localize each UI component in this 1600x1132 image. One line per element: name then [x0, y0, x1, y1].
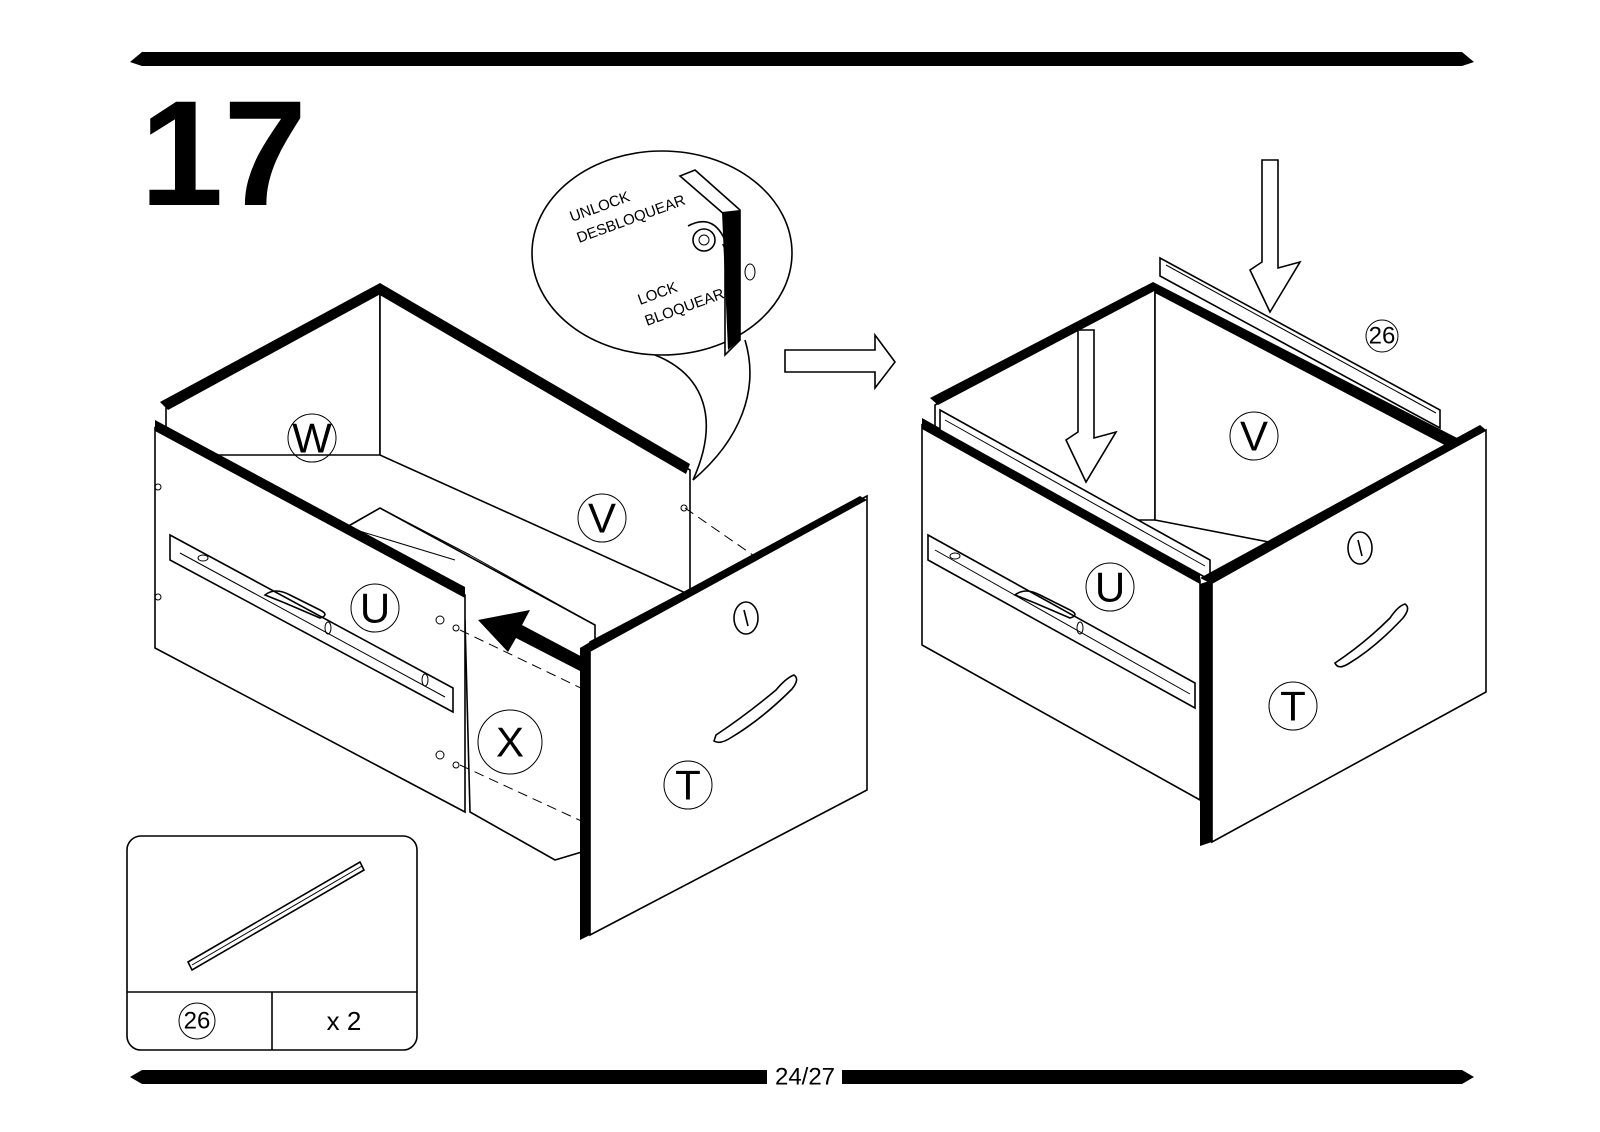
panel-label-t: T — [663, 760, 713, 810]
parts-quantity: x 2 — [327, 1006, 362, 1036]
top-rule — [130, 52, 1474, 66]
bottom-rule-left — [130, 1070, 767, 1084]
rotate-arrow-icon — [687, 220, 729, 249]
svg-text:U: U — [360, 585, 390, 632]
right-drawer-figure: V U T 26 — [921, 159, 1487, 846]
svg-text:26: 26 — [184, 1008, 211, 1035]
lock-cylinder-icon — [692, 228, 716, 252]
lock-detail-callout: UNLOCK DESBLOQUEAR LOCK BLOQUEAR — [531, 150, 793, 481]
parts-part-number: 26 — [178, 1002, 216, 1040]
panel-label-v: V — [1229, 411, 1279, 461]
next-step-arrow — [784, 332, 897, 391]
left-drawer-figure: W V U X T — [154, 283, 868, 940]
parts-box: 26 x 2 — [126, 835, 418, 1051]
svg-text:U: U — [1095, 564, 1125, 611]
drawer-handle — [713, 674, 798, 744]
bottom-rule-right — [842, 1070, 1474, 1084]
insert-arrow — [478, 610, 588, 672]
svg-text:T: T — [1280, 683, 1306, 730]
part-number-label: 26 — [1365, 319, 1399, 353]
panel-label-t: T — [1268, 681, 1318, 731]
svg-text:V: V — [588, 495, 616, 542]
panel-label-u: U — [350, 583, 400, 633]
down-arrow-icon — [1064, 329, 1118, 484]
panel-label-v: V — [577, 493, 627, 543]
panel-label-u: U — [1085, 562, 1135, 612]
svg-text:W: W — [292, 415, 332, 462]
page-indicator: 24/27 — [775, 1064, 835, 1091]
svg-text:X: X — [496, 719, 524, 766]
panel-label-x: X — [477, 709, 543, 775]
svg-text:V: V — [1240, 413, 1268, 460]
svg-text:T: T — [675, 762, 701, 809]
svg-text:26: 26 — [1369, 323, 1396, 350]
down-arrow-icon — [1248, 159, 1302, 314]
step-number: 17 — [140, 69, 307, 237]
panel-label-w: W — [287, 413, 337, 463]
